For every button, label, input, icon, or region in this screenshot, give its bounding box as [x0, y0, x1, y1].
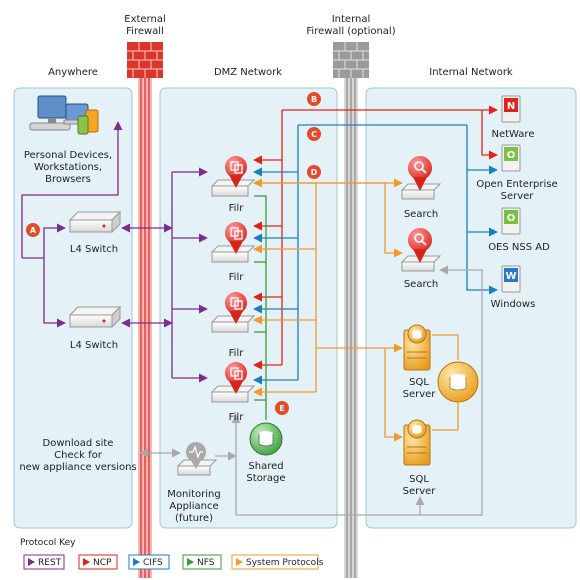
zone-anywhere-label: Anywhere	[48, 67, 98, 78]
badge-b: B	[307, 92, 321, 106]
internal-firewall-label-2: Firewall (optional)	[306, 26, 395, 37]
zone-dmz	[159, 87, 338, 529]
protocol-key-system: System Protocols	[231, 554, 324, 570]
sql-2-label-1: SQL	[409, 474, 429, 485]
oes-nss-server-icon: O	[501, 207, 521, 235]
filr-icon	[210, 222, 256, 263]
svg-text:NFS: NFS	[197, 558, 215, 568]
database-icon	[437, 361, 479, 403]
zone-internal-label: Internal Network	[429, 67, 513, 78]
filr-icon	[210, 292, 256, 333]
zone-internal	[365, 87, 577, 529]
oes-server-icon: O	[501, 144, 521, 172]
filr-icon	[210, 362, 256, 403]
badge-a: A	[26, 223, 40, 237]
oes-label-1: Open Enterprise	[476, 179, 557, 190]
zone-dmz-label: DMZ Network	[214, 67, 282, 78]
protocol-key-cifs: CIFS	[128, 554, 170, 570]
shared-storage-label-2: Storage	[246, 473, 285, 484]
external-firewall-icon	[127, 42, 163, 78]
filr-2-label: Filr	[229, 272, 245, 283]
search-2-label: Search	[404, 279, 438, 290]
l4-switch-1-label: L4 Switch	[70, 244, 118, 255]
protocol-key-nfs: NFS	[182, 554, 222, 570]
system-connections	[253, 178, 459, 442]
l4-switch-icon	[68, 305, 122, 329]
download-site-label-3: new appliance versions	[19, 462, 136, 473]
badge-c: C	[307, 127, 321, 141]
monitoring-connections	[139, 265, 483, 516]
monitoring-appliance-icon	[176, 442, 218, 476]
search-icon	[400, 228, 442, 272]
download-site-label-1: Download site	[43, 438, 114, 449]
personal-devices-label-3: Browsers	[45, 174, 91, 185]
svg-text:N: N	[507, 101, 515, 112]
svg-text:NCP: NCP	[93, 558, 112, 568]
search-icon	[400, 156, 442, 200]
search-1-label: Search	[404, 209, 438, 220]
windows-server-icon: W	[501, 265, 521, 293]
svg-text:W: W	[505, 271, 516, 282]
svg-text:A: A	[30, 226, 37, 235]
svg-text:O: O	[507, 213, 516, 224]
oes-label-2: Server	[501, 191, 535, 202]
sql-1-label-1: SQL	[409, 377, 429, 388]
monitoring-label-1: Monitoring	[167, 489, 220, 500]
svg-text:O: O	[507, 150, 516, 161]
svg-text:C: C	[311, 130, 317, 139]
internal-firewall-label-1: Internal	[332, 14, 371, 25]
oes-nss-label: OES NSS AD	[488, 242, 550, 253]
svg-text:B: B	[311, 95, 317, 104]
rest-connections	[21, 121, 208, 383]
windows-label: Windows	[491, 299, 536, 310]
shared-storage-icon	[249, 422, 283, 456]
internal-firewall-beam	[344, 78, 358, 578]
monitoring-label-2: Appliance	[169, 501, 218, 512]
cifs-connections	[253, 124, 498, 385]
l4-switch-2-label: L4 Switch	[70, 340, 118, 351]
netware-label: NetWare	[492, 129, 535, 140]
filr-4-label: Filr	[229, 412, 245, 423]
protocol-key-ncp: NCP	[78, 554, 118, 570]
external-firewall-label-1: External	[124, 14, 166, 25]
zone-anywhere	[13, 87, 133, 529]
sql-server-icon	[403, 324, 431, 371]
netware-icon: N	[501, 95, 521, 123]
sql-1-label-2: Server	[403, 389, 437, 400]
badge-e: E	[275, 401, 289, 415]
protocol-key-rest: REST	[23, 554, 65, 570]
monitoring-label-3: (future)	[175, 513, 213, 524]
protocol-key-title: Protocol Key	[20, 538, 76, 548]
external-firewall-beam	[138, 78, 152, 578]
svg-text:CIFS: CIFS	[143, 558, 163, 568]
sql-2-label-2: Server	[403, 486, 437, 497]
sql-server-icon	[403, 419, 431, 466]
svg-text:REST: REST	[38, 558, 62, 568]
filr-icon	[210, 156, 256, 197]
svg-text:D: D	[311, 168, 318, 177]
badge-d: D	[307, 165, 321, 179]
filr-1-label: Filr	[229, 203, 245, 214]
personal-devices-label-1: Personal Devices,	[24, 150, 112, 161]
svg-text:System Protocols: System Protocols	[246, 558, 324, 568]
download-site-label-2: Check for	[54, 450, 103, 461]
personal-devices-icon	[29, 95, 99, 135]
l4-switch-icon	[68, 210, 122, 234]
filr-3-label: Filr	[229, 348, 245, 359]
personal-devices-label-2: Workstations,	[34, 162, 102, 173]
shared-storage-label-1: Shared	[248, 461, 283, 472]
external-firewall-label-2: Firewall	[126, 26, 164, 37]
svg-text:E: E	[279, 404, 284, 413]
internal-firewall-icon	[333, 42, 369, 78]
nfs-connections	[254, 195, 267, 420]
